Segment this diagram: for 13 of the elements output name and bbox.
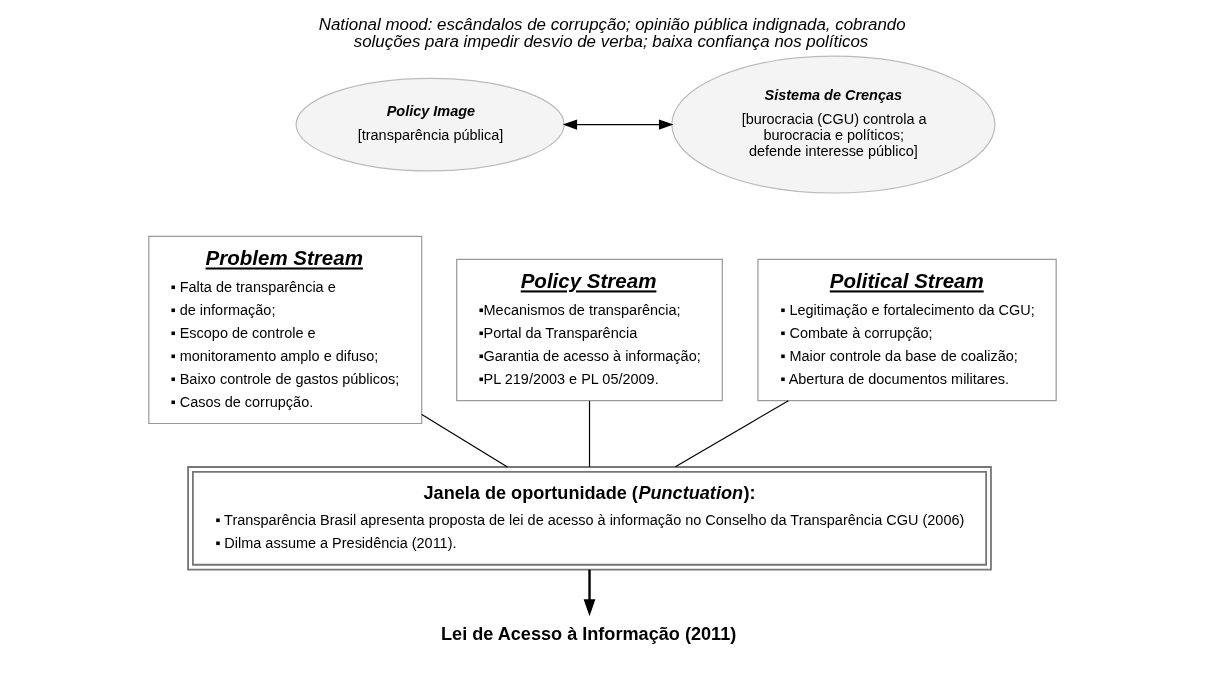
node-box: Janela de oportunidade (Punctuation): ▪ Transparência Brasil apresenta proposta de lei de acesso à informação no Conselho da Transparência CGU (2006) ▪ Dilma assume a Presidência (2011). <box>187 466 992 571</box>
node-box: Policy Stream ▪Mecanismos de transparência; ▪Portal da Transparência ▪Garantia de acesso à informação; ▪PL 219/2003 e PL 05/2009. <box>456 258 723 402</box>
arrow <box>562 119 674 130</box>
node-box: Political Stream ▪ Legitimação e fortalecimento da CGU; ▪ Combate à corrupção; ▪ Maior controle da base de coalizão; ▪ Abertura de documentos militares. <box>757 258 1057 402</box>
connector <box>588 400 591 468</box>
node-box: Problem Stream ▪ Falta de transparência e ▪ de informação; ▪ Escopo de controle e ▪ monitoramento amplo e difuso; ▪ Baixo controle de gastos públicos; ▪ Casos de corrupção. <box>148 235 423 425</box>
diagram-title: National mood: escândalos de corrupção; opinião pública indignada, cobrando soluções para impedir desvio de verba; baixa confiança nos políticos <box>318 14 906 51</box>
node-ellipse: Sistema de Crenças [burocracia (CGU) controla a burocracia e políticos; defende interesse público] <box>671 55 996 194</box>
arrow <box>583 569 596 617</box>
connector <box>674 400 789 468</box>
connector <box>421 414 509 468</box>
node-text: Lei de Acesso à Informação (2011) <box>441 624 737 645</box>
node-ellipse: Policy Image [transparência pública] <box>295 77 565 172</box>
